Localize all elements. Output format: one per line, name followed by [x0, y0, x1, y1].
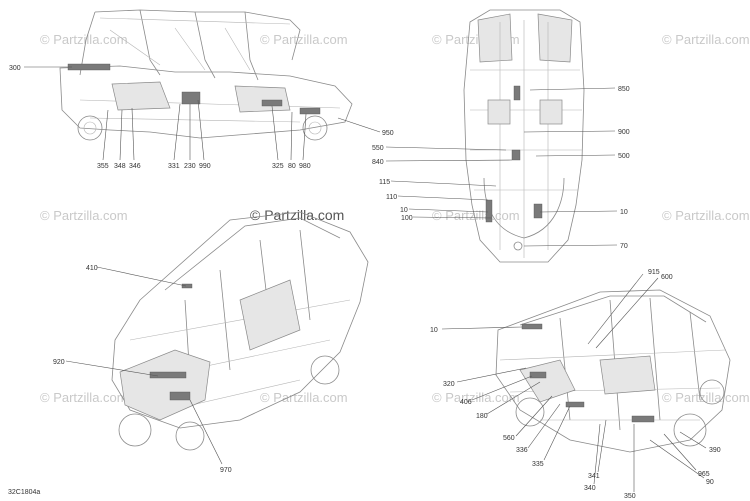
callout-label: 965 [698, 471, 710, 478]
callout-label: 500 [618, 153, 630, 160]
callout-label: 915 [648, 269, 660, 276]
callout-label: 331 [168, 163, 180, 170]
callout-label: 10 [430, 327, 438, 334]
callout-label: 10 [620, 209, 628, 216]
callout-label: 950 [382, 130, 394, 137]
watermark: © Partzilla.com [662, 390, 750, 405]
callout-label: 115 [379, 179, 390, 186]
callout-label: 335 [532, 461, 544, 468]
top-view-vehicle: 850 900 500 550 840 115 110 10 100 10 70 [372, 9, 630, 263]
callout-label: 336 [516, 447, 528, 454]
callout-label: 560 [503, 435, 515, 442]
front-three-quarter-vehicle: 410 920 970 [53, 211, 369, 474]
callout-label: 346 [129, 163, 141, 170]
callout-label: 300 [9, 65, 21, 72]
watermark: © Partzilla.com [40, 208, 128, 223]
callout-label: 348 [114, 163, 126, 170]
callout-label: 406 [460, 399, 472, 406]
callout-label: 600 [661, 274, 673, 281]
watermark: © Partzilla.com [40, 32, 128, 47]
callout-label: 100 [401, 215, 413, 222]
rear-three-quarter-vehicle: 915 600 10 320 406 180 560 336 335 341 3… [430, 269, 731, 500]
callout-label: 325 [272, 163, 284, 170]
callout-label: 970 [220, 467, 232, 474]
callout-label: 920 [53, 359, 65, 366]
callout-label: 80 [288, 163, 296, 170]
watermark: © Partzilla.com [432, 390, 520, 405]
callout-label: 410 [86, 265, 98, 272]
watermark: © Partzilla.com [40, 390, 128, 405]
callout-label: 850 [618, 86, 630, 93]
watermarks: © Partzilla.com © Partzilla.com © Partzi… [40, 32, 750, 405]
center-watermark: © Partzilla.com [250, 207, 344, 223]
callout-label: 550 [372, 145, 384, 152]
callout-label: 180 [476, 413, 488, 420]
callout-label: 110 [386, 194, 397, 201]
callout-label: 341 [588, 473, 600, 480]
watermark: © Partzilla.com [432, 208, 520, 223]
callout-label: 990 [199, 163, 211, 170]
callout-label: 980 [299, 163, 311, 170]
watermark: © Partzilla.com [662, 32, 750, 47]
callout-label: 340 [584, 485, 596, 492]
side-view-vehicle: 300 355 348 346 331 230 990 325 80 980 9… [9, 9, 394, 170]
callout-label: 390 [709, 447, 721, 454]
callout-label: 840 [372, 159, 384, 166]
watermark: © Partzilla.com [260, 32, 348, 47]
callout-label: 900 [618, 129, 630, 136]
drawing-code: 32C1804a [8, 489, 40, 496]
callout-label: 70 [620, 243, 628, 250]
callout-label: 10 [400, 207, 408, 214]
callout-label: 320 [443, 381, 455, 388]
callout-label: 350 [624, 493, 636, 500]
callout-label: 230 [184, 163, 196, 170]
watermark: © Partzilla.com [260, 390, 348, 405]
callout-label: 355 [97, 163, 109, 170]
watermark: © Partzilla.com [662, 208, 750, 223]
callout-label: 90 [706, 479, 714, 486]
